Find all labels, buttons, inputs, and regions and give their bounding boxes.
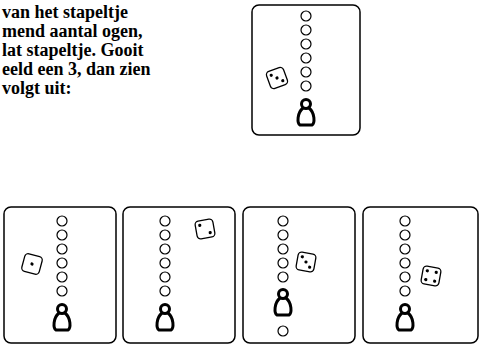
stone: [57, 272, 67, 282]
stone: [57, 216, 67, 226]
die: [296, 252, 317, 273]
stone: [400, 286, 410, 296]
stone: [301, 53, 311, 63]
pawn: [397, 305, 413, 331]
card-border: [363, 207, 478, 343]
stone: [301, 39, 311, 49]
pawn: [54, 305, 70, 331]
stone: [278, 230, 288, 240]
stone: [57, 230, 67, 240]
stone: [400, 244, 410, 254]
card-border: [243, 207, 355, 343]
stone: [278, 272, 288, 282]
game-card: [363, 207, 478, 343]
stone: [400, 216, 410, 226]
stone: [160, 216, 170, 226]
stone: [160, 258, 170, 268]
card-border: [4, 207, 116, 343]
paragraph-line: eeld een 3, dan zien: [2, 60, 151, 79]
paragraph-line: mend aantal ogen,: [2, 22, 143, 41]
stone: [278, 258, 288, 268]
pawn: [275, 290, 291, 316]
pawn: [157, 305, 173, 331]
game-card: [4, 207, 116, 343]
stone: [301, 67, 311, 77]
die: [21, 253, 43, 275]
stone: [301, 11, 311, 21]
stone: [400, 230, 410, 240]
stone: [160, 244, 170, 254]
die: [265, 66, 288, 89]
stone: [301, 81, 311, 91]
stone: [400, 258, 410, 268]
stone: [278, 326, 288, 336]
stone: [160, 272, 170, 282]
pawn: [298, 100, 314, 126]
card-border: [252, 5, 360, 135]
card-border: [123, 207, 235, 343]
stone: [278, 244, 288, 254]
stone: [301, 25, 311, 35]
game-card: [252, 5, 360, 135]
paragraph-line: volgt uit:: [2, 79, 72, 98]
stone: [57, 244, 67, 254]
stone: [57, 286, 67, 296]
stone: [400, 272, 410, 282]
stone: [278, 216, 288, 226]
stone: [160, 230, 170, 240]
die: [195, 219, 216, 240]
die: [421, 266, 442, 287]
stone: [160, 286, 170, 296]
paragraph-line: lat stapeltje. Gooit: [2, 41, 143, 60]
game-card: [123, 207, 235, 343]
game-card: [243, 207, 355, 343]
stone: [57, 258, 67, 268]
paragraph-line: van het stapeltje: [2, 3, 128, 22]
